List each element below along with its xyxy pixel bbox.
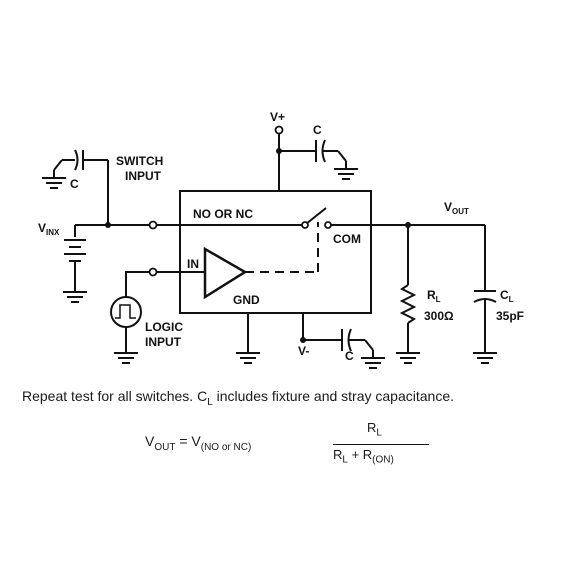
rl-ground-symbol <box>396 352 420 364</box>
formula-numerator: RL <box>367 420 382 439</box>
vinx-ground-symbol <box>63 291 87 303</box>
cl-ground-symbol <box>473 352 497 364</box>
rl-value-label: 300Ω <box>424 309 454 323</box>
rl-resistor <box>399 284 417 324</box>
vinx-battery <box>64 239 86 262</box>
vout-formula: VOUT = V(NO or NC) RL RL + R(ON) <box>145 420 465 480</box>
c-bottom-capacitor <box>341 328 374 358</box>
switch-blade <box>305 207 327 225</box>
c-top-capacitor <box>315 139 347 169</box>
caption-note: Repeat test for all switches. CL include… <box>22 388 454 408</box>
vminus-junction <box>300 337 306 343</box>
cl-value-label: 35pF <box>496 309 524 323</box>
no-nc-pin <box>148 220 158 230</box>
logic-input-wire <box>125 271 153 297</box>
switch-ic-body <box>179 190 372 314</box>
cl-label: CL <box>500 288 514 304</box>
com-label: COM <box>333 232 361 246</box>
c-bottom-ground-symbol <box>361 357 385 369</box>
c-left-label: C <box>70 177 79 191</box>
switch-contact-right <box>324 221 332 229</box>
logic-input-label-2: INPUT <box>145 335 182 349</box>
in-label: IN <box>187 257 199 271</box>
gnd-ground-symbol <box>236 352 260 364</box>
formula-lhs: VOUT = V(NO or NC) <box>145 433 252 453</box>
vplus-terminal <box>274 125 284 135</box>
logic-input-label-1: LOGIC <box>145 320 183 334</box>
in-pin <box>148 267 158 277</box>
in-buffer-triangle <box>203 246 248 300</box>
gnd-label: GND <box>233 293 260 307</box>
vplus-junction <box>276 148 282 154</box>
pulse-waveform <box>115 304 136 319</box>
vout-label: VOUT <box>444 200 469 216</box>
c-bottom-label: C <box>345 349 354 363</box>
switch-input-label-2: INPUT <box>125 169 162 183</box>
logic-ground-symbol <box>114 352 138 364</box>
c-left-capacitor <box>53 149 108 178</box>
vinx-label: VINX <box>38 221 60 237</box>
logic-pulse-source <box>110 296 142 328</box>
vplus-label: V+ <box>270 110 285 124</box>
vout-junction <box>405 222 411 228</box>
switch-input-label-1: SWITCH <box>116 154 163 168</box>
formula-denominator: RL + R(ON) <box>333 447 394 466</box>
switch-contact-left <box>301 221 309 229</box>
c-top-label: C <box>313 123 322 137</box>
no-or-nc-label: NO OR NC <box>193 207 253 221</box>
rl-label: RL <box>427 288 441 304</box>
switch-input-junction <box>105 222 111 228</box>
c-top-ground-symbol <box>334 168 358 180</box>
formula-fraction-bar <box>333 444 429 445</box>
vminus-label: V- <box>298 344 309 358</box>
c-left-ground-symbol <box>42 177 66 189</box>
